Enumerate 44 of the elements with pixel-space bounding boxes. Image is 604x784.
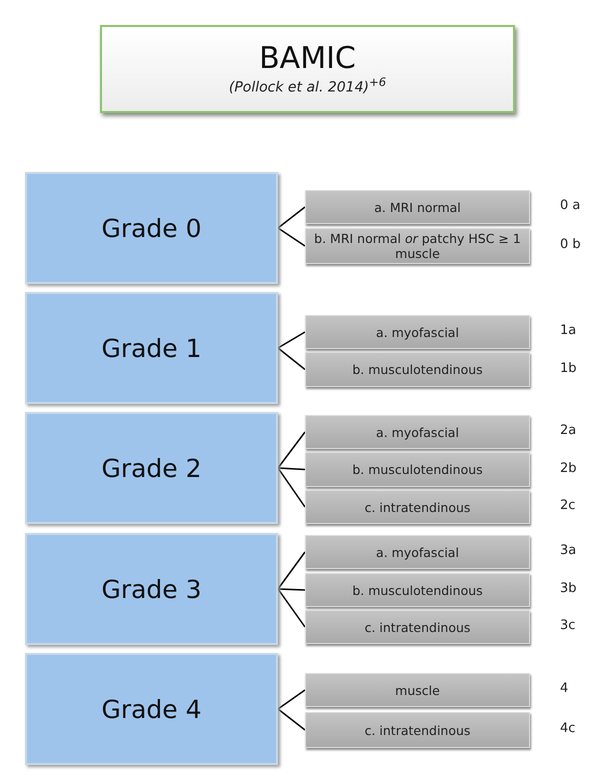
subtype-code: 2a bbox=[560, 423, 576, 438]
subtype-code: 1a bbox=[560, 323, 576, 338]
title-box bbox=[100, 25, 515, 113]
grade-box: Grade 2 bbox=[25, 412, 278, 524]
subtype-box: a. myofascial bbox=[305, 415, 530, 449]
title-text: BAMIC bbox=[259, 42, 356, 76]
subtype-code: 4 bbox=[560, 681, 568, 696]
subtype-code: 0 b bbox=[560, 237, 581, 252]
connector-line bbox=[278, 331, 306, 349]
connector-line bbox=[278, 206, 306, 229]
subtype-code: 3b bbox=[560, 581, 577, 596]
subtype-box: b. musculotendinous bbox=[305, 352, 530, 387]
subtype-box: a. MRI normal bbox=[305, 190, 530, 224]
subtype-box: b. musculotendinous bbox=[305, 573, 530, 607]
connector-line bbox=[278, 227, 306, 247]
subtype-box: c. intratendinous bbox=[305, 712, 530, 748]
subtype-code: 3c bbox=[560, 618, 576, 633]
subtype-box: c. intratendinous bbox=[305, 610, 530, 644]
subtype-code: 2b bbox=[560, 460, 577, 476]
connector-line bbox=[277, 588, 306, 628]
subtype-box: b. musculotendinous bbox=[305, 452, 530, 487]
connector-line bbox=[278, 689, 306, 710]
subtype-code: 4c bbox=[560, 721, 576, 736]
connector-line bbox=[277, 468, 306, 508]
grade-box: Grade 1 bbox=[25, 292, 278, 404]
grade-box: Grade 3 bbox=[25, 533, 278, 645]
connector-line bbox=[277, 552, 306, 590]
subtype-code: 2c bbox=[560, 498, 576, 513]
connector-line bbox=[278, 467, 306, 470]
subtype-code: 1b bbox=[560, 360, 577, 376]
connector-line bbox=[278, 708, 306, 731]
subtype-code: 0 a bbox=[560, 198, 580, 213]
subtype-box: a. myofascial bbox=[305, 315, 530, 349]
grade-box: Grade 0 bbox=[25, 172, 278, 284]
subtype-box: muscle bbox=[305, 673, 530, 707]
subtype-box: c. intratendinous bbox=[305, 490, 530, 524]
connector-line bbox=[278, 347, 306, 370]
connector-line bbox=[277, 432, 306, 468]
connector-line bbox=[278, 588, 306, 591]
citation-text: (Pollock et al. 2014)$^{+6}$ bbox=[228, 75, 386, 96]
grade-box: Grade 4 bbox=[25, 653, 278, 765]
subtype-code: 3a bbox=[560, 543, 576, 558]
subtype-box: b. MRI normal or patchy HSC ≥ 1 muscle bbox=[305, 228, 530, 264]
subtype-box: a. myofascial bbox=[305, 535, 530, 569]
